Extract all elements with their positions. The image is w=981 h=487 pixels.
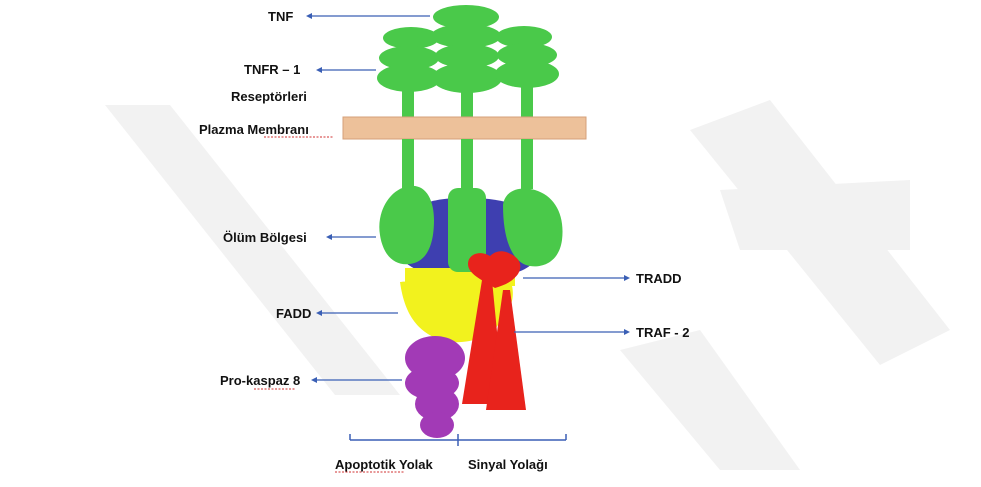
label-signal-pathway: Sinyal Yolağı <box>468 457 548 472</box>
label-tradd: TRADD <box>636 271 682 286</box>
tnfr1-receptors <box>377 43 559 122</box>
label-apoptotic-pathway: Apoptotik Yolak <box>335 457 434 472</box>
label-tnf: TNF <box>268 9 293 24</box>
plasma-membrane <box>343 117 586 139</box>
label-tnfr1: TNFR – 1 <box>244 62 300 77</box>
label-membrane: Plazma Membranı <box>199 122 309 137</box>
tnf-trimer <box>383 5 552 49</box>
label-death-domain: Ölüm Bölgesi <box>223 230 307 245</box>
label-traf2: TRAF - 2 <box>636 325 689 340</box>
label-fadd: FADD <box>276 306 311 321</box>
label-receptors: Reseptörleri <box>231 89 307 104</box>
receptor-stems <box>402 139 533 189</box>
label-procaspase8: Pro-kaspaz 8 <box>220 373 300 388</box>
procaspase8 <box>405 336 465 438</box>
pathway-bracket <box>350 434 566 446</box>
